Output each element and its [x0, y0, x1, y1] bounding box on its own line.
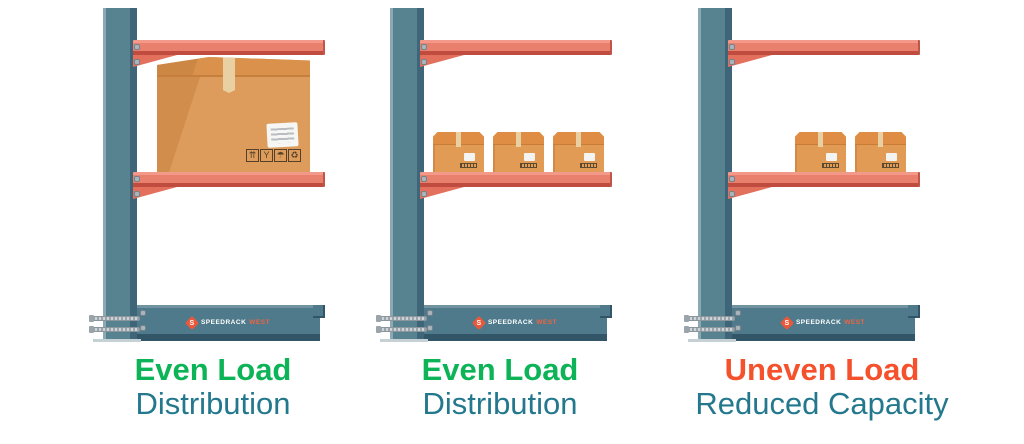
box-shipping-label	[826, 153, 837, 161]
logo-brand-first: SPEEDRACK	[200, 319, 247, 326]
arm-bolt-icon	[421, 191, 427, 197]
arm-bolt-icon	[729, 59, 735, 65]
arm-bolt-icon	[134, 191, 140, 197]
box-tape	[576, 132, 581, 147]
arm-bolt-icon	[421, 59, 427, 65]
arm-bolt-icon	[421, 176, 427, 182]
arm-bolt-icon	[134, 44, 140, 50]
arm-bolt-icon	[729, 191, 735, 197]
rack-caption: Even Load Distribution	[63, 353, 363, 421]
caption-load-type: Even Load	[134, 352, 292, 387]
small-cardboard-box	[493, 132, 544, 172]
rack-foot-plate	[93, 339, 141, 342]
logo-brand-first: SPEEDRACK	[487, 319, 534, 326]
small-cardboard-box	[855, 132, 906, 172]
s-diamond-icon: S	[471, 315, 487, 330]
anchor-rod-icon	[89, 326, 140, 333]
arm-bolt-icon	[421, 44, 427, 50]
caption-effect: Distribution	[135, 386, 291, 421]
box-shipping-label	[524, 153, 535, 161]
s-diamond-icon: S	[184, 315, 200, 330]
small-cardboard-box	[795, 132, 846, 172]
arm-bolt-icon	[729, 176, 735, 182]
logo-brand-second: WEST	[536, 319, 558, 326]
box-shipping-label	[584, 153, 595, 161]
rack-caption: Uneven Load Reduced Capacity	[672, 353, 972, 421]
base-bolt-icon	[140, 310, 146, 316]
logo-brand-second: WEST	[249, 319, 271, 326]
rack-base-beam	[732, 305, 915, 341]
box-handling-icons	[882, 163, 899, 168]
box-handling-icons	[460, 163, 477, 168]
arm-bolt-icon	[134, 59, 140, 65]
arm-bolt-icon	[729, 44, 735, 50]
rack-arm-lower	[728, 172, 920, 187]
box-handling-icons	[520, 163, 537, 168]
rack-upright-column	[390, 8, 424, 342]
box-shipping-label	[266, 122, 299, 148]
rack-base-beam	[424, 305, 607, 341]
caption-effect: Reduced Capacity	[695, 386, 949, 421]
base-bolt-icon	[735, 325, 741, 331]
large-cardboard-box: ⇈ Y ☂ ♻	[157, 57, 310, 172]
caption-load-type: Even Load	[421, 352, 579, 387]
rack-base-end-lip	[908, 305, 920, 318]
rack-base-end-lip	[600, 305, 612, 318]
small-cardboard-box	[553, 132, 604, 172]
box-tape	[516, 132, 521, 147]
rack-arm-lower	[420, 172, 612, 187]
recycle-icon: ♻	[288, 149, 301, 162]
box-handling-icons	[822, 163, 839, 168]
arm-bolt-icon	[134, 176, 140, 182]
anchor-rod-icon	[376, 315, 427, 322]
box-shipping-label	[464, 153, 475, 161]
s-diamond-icon: S	[779, 315, 795, 330]
rack-base-end-lip	[313, 305, 325, 318]
base-bolt-icon	[427, 325, 433, 331]
caption-load-type: Uneven Load	[724, 352, 920, 387]
small-cardboard-box	[433, 132, 484, 172]
anchor-rod-icon	[684, 326, 735, 333]
base-bolt-icon	[735, 310, 741, 316]
rack-arm-upper	[420, 40, 612, 55]
this-way-up-icon: ⇈	[246, 149, 259, 162]
box-shipping-label	[886, 153, 897, 161]
base-bolt-icon	[427, 310, 433, 316]
caption-effect: Distribution	[422, 386, 578, 421]
anchor-rod-icon	[89, 315, 140, 322]
rack-caption: Even Load Distribution	[350, 353, 650, 421]
rack-upright-column	[698, 8, 732, 342]
rack-base-beam	[137, 305, 320, 341]
rack-arm-upper	[728, 40, 920, 55]
box-handling-icons: ⇈ Y ☂ ♻	[246, 149, 301, 162]
box-tape	[878, 132, 883, 147]
logo-brand-first: SPEEDRACK	[795, 319, 842, 326]
box-handling-icons	[580, 163, 597, 168]
box-tape	[456, 132, 461, 147]
box-tape	[223, 57, 235, 93]
rack-arm-upper	[133, 40, 325, 55]
rack-foot-plate	[380, 339, 428, 342]
anchor-rod-icon	[376, 326, 427, 333]
logo-brand-second: WEST	[844, 319, 866, 326]
anchor-rod-icon	[684, 315, 735, 322]
keep-dry-icon: ☂	[274, 149, 287, 162]
base-bolt-icon	[140, 325, 146, 331]
rack-upright-column	[103, 8, 137, 342]
rack-arm-lower	[133, 172, 325, 187]
box-tape	[818, 132, 823, 147]
rack-foot-plate	[688, 339, 736, 342]
fragile-icon: Y	[260, 149, 273, 162]
